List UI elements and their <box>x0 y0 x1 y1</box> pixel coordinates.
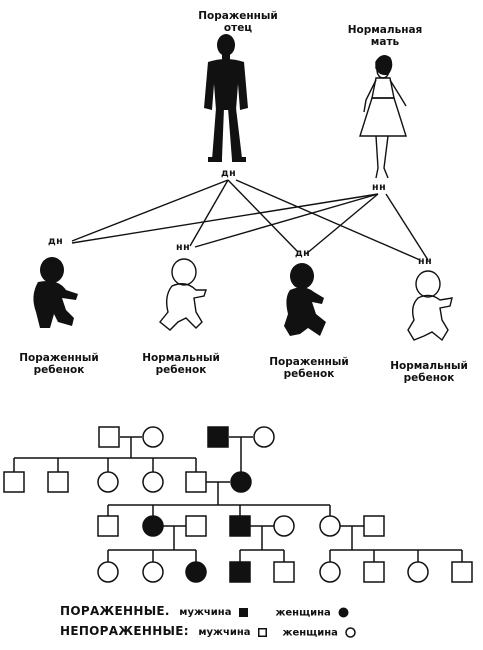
line-father-child1 <box>71 179 229 242</box>
father-genotype: дн <box>221 168 237 179</box>
pedigree-unaffected-female <box>319 561 341 583</box>
pedigree-unaffected-female <box>142 561 164 583</box>
legend-affected: ПОРАЖЕННЫЕ. мужчина женщина <box>60 604 349 618</box>
pedigree-affected-male <box>229 561 251 583</box>
pedigree-unaffected-female <box>407 561 429 583</box>
filled-square-icon <box>238 607 248 617</box>
pedigree-unaffected-male <box>3 471 25 493</box>
empty-circle-icon <box>345 626 357 638</box>
child1-genotype: дн <box>48 236 64 247</box>
father-label: Пораженный отец <box>188 10 288 34</box>
pedigree-unaffected-female <box>319 515 341 537</box>
line-mother-child2 <box>194 193 379 248</box>
legend-male-label: мужчина <box>198 627 251 638</box>
legend-affected-female: женщина <box>275 607 349 618</box>
pedigree-affected-female <box>185 561 207 583</box>
pedigree-unaffected-female <box>142 426 164 448</box>
child3-genotype: дн <box>295 248 311 259</box>
pedigree-unaffected-female <box>142 471 164 493</box>
child2-figure <box>159 258 207 331</box>
father-figure <box>204 34 248 162</box>
child3-label-line1: Пораженный <box>269 356 349 368</box>
child4-label: Нормальный ребенок <box>384 360 474 384</box>
child4-figure <box>407 270 453 342</box>
child4-genotype: нн <box>418 256 433 267</box>
child1-label-line1: Пораженный <box>19 352 99 364</box>
legend-affected-title: ПОРАЖЕННЫЕ. <box>60 604 170 618</box>
legend-unaffected-title: НЕПОРАЖЕННЫЕ: <box>60 624 189 638</box>
line-mother-child4 <box>385 193 429 261</box>
pedigree-affected-female <box>230 471 252 493</box>
pedigree-unaffected-male <box>363 515 385 537</box>
pedigree-lines <box>13 436 463 562</box>
line-mother-child3 <box>305 193 379 255</box>
child1-figure <box>33 257 78 328</box>
child2-genotype: нн <box>176 242 191 253</box>
child3-label-line2: ребенок <box>283 368 335 380</box>
legend-affected-male: мужчина <box>179 607 248 618</box>
pedigree-unaffected-female <box>97 471 119 493</box>
line-father-child3 <box>227 179 299 253</box>
legend-unaffected: НЕПОРАЖЕННЫЕ: мужчина женщина <box>60 624 357 638</box>
pedigree-unaffected-female <box>253 426 275 448</box>
pedigree-unaffected-male <box>451 561 473 583</box>
child1-label: Пораженный ребенок <box>14 352 104 376</box>
mother-genotype: нн <box>372 182 387 193</box>
child3-figure <box>284 263 326 336</box>
legend-unaffected-male: мужчина <box>198 627 268 638</box>
child1-label-line2: ребенок <box>33 364 85 376</box>
pedigree-unaffected-male <box>185 515 207 537</box>
child2-label: Нормальный ребенок <box>136 352 226 376</box>
legend-female-label: женщина <box>282 627 338 638</box>
pedigree-unaffected-male <box>97 515 119 537</box>
legend-female-label: женщина <box>275 607 331 618</box>
legend-unaffected-female: женщина <box>282 626 357 638</box>
pedigree-unaffected-female <box>273 515 295 537</box>
mother-label-line2: мать <box>370 36 400 48</box>
pedigree-unaffected-female <box>97 561 119 583</box>
mother-label: Нормальная мать <box>335 24 435 48</box>
father-label-line1: Пораженный <box>198 10 278 22</box>
empty-square-icon <box>258 627 268 637</box>
pedigree-unaffected-male <box>98 426 120 448</box>
child2-label-line1: Нормальный <box>142 352 220 364</box>
line-father-child2 <box>189 179 229 247</box>
legend-male-label: мужчина <box>179 607 232 618</box>
line-mother-child1 <box>71 193 379 244</box>
child4-label-line2: ребенок <box>403 372 455 384</box>
pedigree-unaffected-male <box>273 561 295 583</box>
pedigree-affected-female <box>142 515 164 537</box>
pedigree-affected-male <box>229 515 251 537</box>
child3-label: Пораженный ребенок <box>264 356 354 380</box>
pedigree-unaffected-male <box>185 471 207 493</box>
child4-label-line1: Нормальный <box>390 360 468 372</box>
filled-circle-icon <box>338 607 349 617</box>
father-label-line2: отец <box>223 22 253 34</box>
pedigree-unaffected-male <box>363 561 385 583</box>
line-father-child4 <box>235 179 421 261</box>
mother-label-line1: Нормальная <box>347 24 423 36</box>
mother-figure <box>359 55 407 179</box>
pedigree-affected-male <box>207 426 229 448</box>
inheritance-lines <box>71 179 429 261</box>
pedigree-symbols <box>3 426 473 583</box>
pedigree-unaffected-male <box>47 471 69 493</box>
child2-label-line2: ребенок <box>155 364 207 376</box>
